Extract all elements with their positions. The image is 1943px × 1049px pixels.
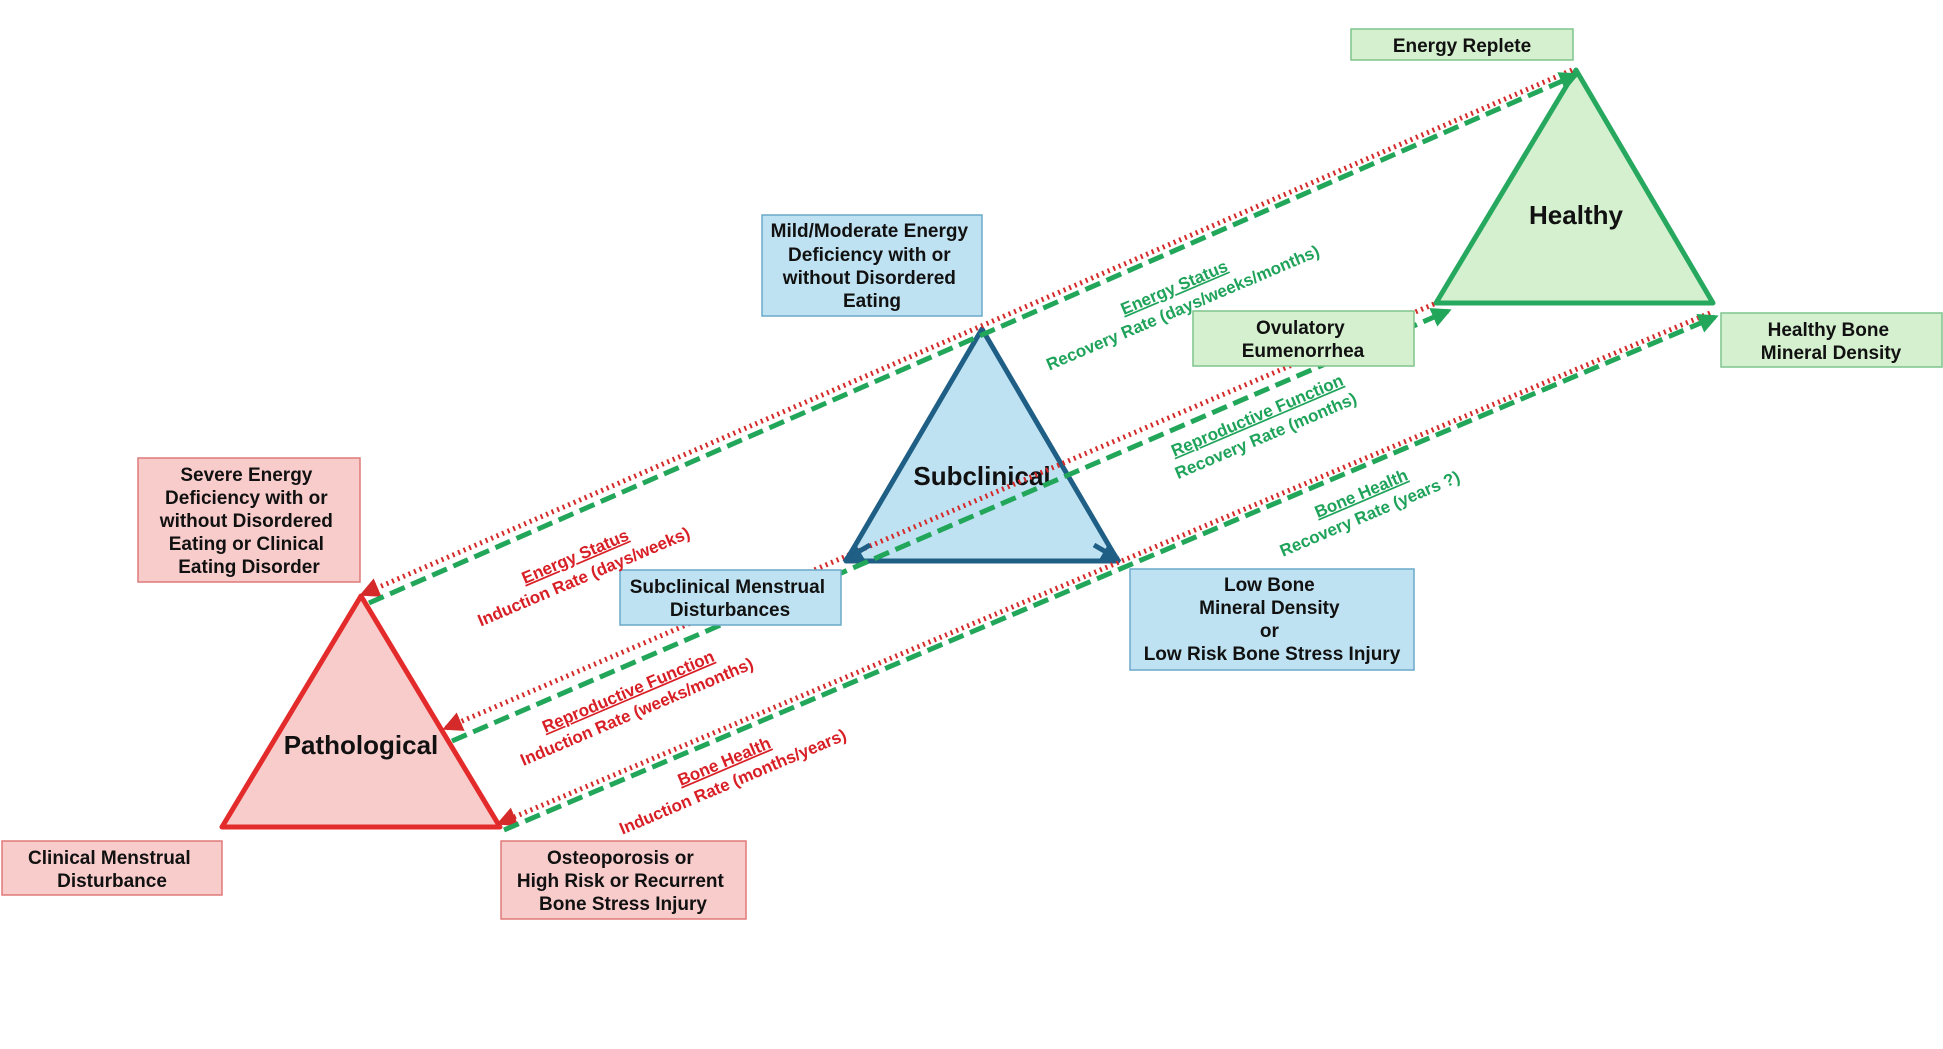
mild-moderate-energy-box: Mild/Moderate Energy Deficiency with or … — [761, 214, 983, 317]
pathological-triangle: Pathological — [219, 593, 503, 830]
severe-line-4: Eating or Clinical — [169, 534, 324, 555]
mild-moderate-line-2: Deficiency with or — [788, 245, 951, 266]
svg-text:Mild/Moderate Energy Def: Mild/Moderate Energy Deficiency with or … — [771, 221, 974, 312]
ovulatory-line-1: Ovulatory — [1256, 318, 1345, 339]
pathological-triangle-shape — [219, 593, 503, 830]
low-bone-line-1: Low Bone — [1224, 575, 1315, 596]
subclinical-triangle: Subclinical — [843, 326, 1121, 564]
subclinical-menstrual-line-2: Disturbances — [670, 600, 790, 621]
svg-text:Subclinical Menstrual Di: Subclinical Menstrual Disturbances — [630, 577, 831, 621]
osteoporosis-line-3: Bone Stress Injury — [539, 894, 707, 915]
subclinical-label: Subclinical — [913, 461, 1050, 491]
healthy-triangle-shape — [1433, 67, 1716, 306]
subclinical-menstrual-line-1: Subclinical Menstrual — [630, 577, 825, 598]
low-bone-line-4: Low Risk Bone Stress Injury — [1144, 644, 1401, 665]
induction-bone-arrow — [496, 310, 1711, 827]
ovulatory-eumenorrhea-box: Ovulatory Eumenorrhea — [1192, 310, 1415, 367]
subclinical-triangle-shape — [843, 326, 1121, 564]
recovery-reproductive-arrow — [451, 308, 1452, 744]
induction-bone-sub: Induction Rate (months/years) — [617, 725, 850, 838]
osteoporosis-line-2: High Risk or Recurrent — [517, 871, 725, 892]
low-bone-line-2: Mineral Density — [1199, 598, 1340, 619]
healthy-label: Healthy — [1529, 200, 1623, 230]
induction-energy-arrow — [359, 67, 1573, 597]
svg-text:Low Bone Mineral Density: Low Bone Mineral Density or Low Risk Bon… — [1144, 575, 1401, 665]
severe-line-3: without Disordered — [159, 511, 333, 532]
svg-text:Healthy Bone Mineral Den: Healthy Bone Mineral Density — [1761, 320, 1902, 364]
clinical-menstrual-line-2: Disturbance — [57, 871, 167, 892]
induction-reproductive-arrow — [442, 301, 1435, 731]
low-bone-line-3: or — [1260, 621, 1280, 642]
healthy-bone-line-2: Mineral Density — [1761, 343, 1902, 364]
healthy-bone-line-1: Healthy Bone — [1768, 320, 1889, 341]
svg-text:Ovulatory Eumenorrhea: Ovulatory Eumenorrhea — [1242, 318, 1365, 362]
severe-energy-box: Severe Energy Deficiency with or without… — [137, 457, 361, 583]
svg-text:Energy Replete: Energy Replete — [1393, 36, 1531, 57]
recovery-energy-arrow — [367, 72, 1580, 606]
healthy-bone-box: Healthy Bone Mineral Density — [1720, 312, 1943, 368]
subclinical-menstrual-box: Subclinical Menstrual Disturbances — [619, 569, 842, 626]
osteoporosis-box: Osteoporosis or High Risk or Recurrent B… — [500, 840, 747, 920]
severe-line-2: Deficiency with or — [165, 488, 328, 509]
recovery-reproductive-label: Reproductive Function Recovery Rate (mon… — [1168, 371, 1359, 483]
svg-text:Osteoporosis or High Ris: Osteoporosis or High Risk or Recurrent B… — [517, 848, 729, 915]
subclinical-right-arrowhead — [1092, 542, 1122, 562]
severe-line-5: Eating Disorder — [178, 557, 320, 578]
clinical-menstrual-box: Clinical Menstrual Disturbance — [1, 840, 223, 896]
recovery-bone-label: Bone Health Recovery Rate (years ?) — [1277, 466, 1463, 561]
subclinical-left-arrowhead — [842, 542, 872, 562]
recovery-bone-arrow — [503, 314, 1719, 833]
mild-moderate-line-4: Eating — [843, 291, 901, 312]
healthy-triangle: Healthy — [1433, 67, 1716, 306]
osteoporosis-line-1: Osteoporosis or — [547, 848, 694, 869]
svg-text:Clinical Menstrual Distu: Clinical Menstrual Disturbance — [28, 848, 196, 892]
energy-replete-line-1: Energy Replete — [1393, 36, 1531, 57]
energy-replete-box: Energy Replete — [1350, 28, 1574, 61]
pathological-label: Pathological — [284, 730, 439, 760]
svg-text:Severe Energy Deficiency: Severe Energy Deficiency with or without… — [159, 465, 338, 578]
mild-moderate-line-3: without Disordered — [782, 268, 956, 289]
severe-line-1: Severe Energy — [180, 465, 312, 486]
low-bone-density-box: Low Bone Mineral Density or Low Risk Bon… — [1129, 568, 1415, 671]
mild-moderate-line-1: Mild/Moderate Energy — [771, 221, 969, 242]
ovulatory-line-2: Eumenorrhea — [1242, 341, 1365, 362]
clinical-menstrual-line-1: Clinical Menstrual — [28, 848, 191, 869]
